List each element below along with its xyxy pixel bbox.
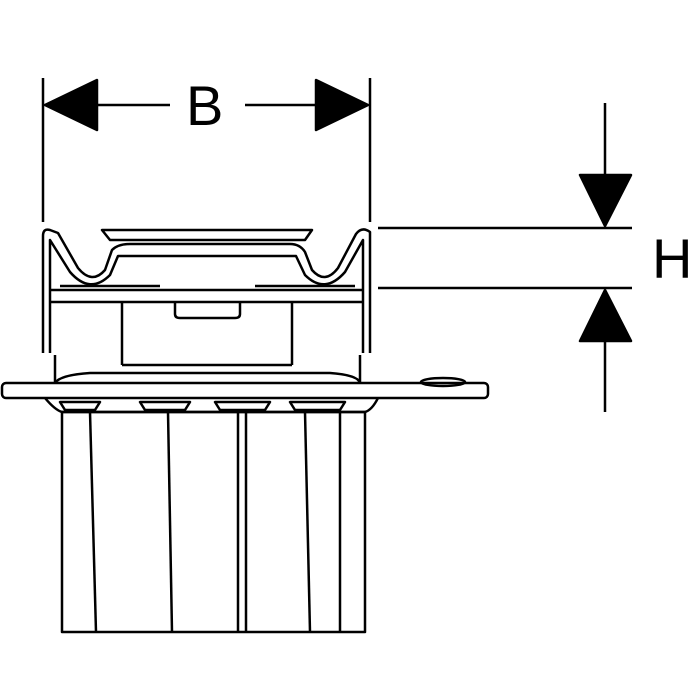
dimension-b [41, 78, 372, 222]
dimension-h [378, 103, 633, 412]
dimension-h-label: H [652, 227, 693, 290]
arrow-left-icon [43, 78, 99, 132]
drain-body [60, 410, 367, 634]
arrow-up-icon [578, 288, 633, 343]
dimension-b-label: B [186, 74, 224, 137]
arrow-right-icon [314, 78, 370, 132]
flange [0, 376, 490, 414]
grate-frame [41, 228, 372, 384]
arrow-down-icon [578, 173, 633, 228]
